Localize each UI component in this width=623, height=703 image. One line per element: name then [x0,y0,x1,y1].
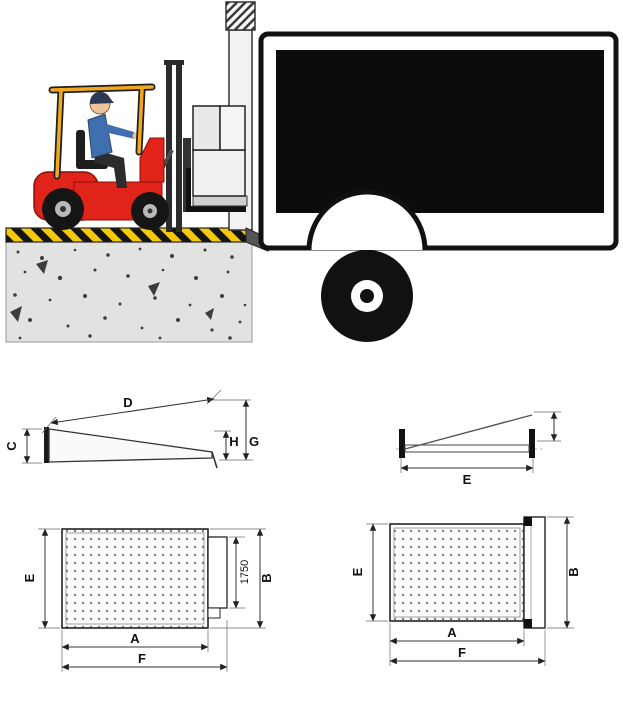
dimension-e-plan-left: E [22,528,60,629]
plan-view-right-diagram: E B A F [350,516,581,666]
dimension-e-plan-right: E [350,523,388,622]
dim-label-b-plan-left: B [259,573,274,582]
dim-label-1750: 1750 [239,560,251,584]
fork [186,206,246,212]
loading-scene [5,1,619,343]
dimension-c: C [4,428,42,464]
dimension-g: G [209,399,259,461]
truck [258,31,619,342]
dim-label-f-plan-left: F [138,651,146,666]
concrete-speckles [10,247,247,340]
cargo-boxes [192,105,248,207]
side-flat-diagram: E [396,411,561,487]
overhead-guard [48,83,156,180]
driver-arm [103,123,135,139]
forklift-front-wheel [131,192,169,230]
truck-wheel-arch [306,189,428,251]
dimension-h: H [214,430,239,461]
dimension-1750: 1750 [229,536,251,609]
hinge-strip [523,516,546,629]
dim-label-a-plan-left: A [130,631,140,646]
plan-view-left-diagram: E 1750 B A F [22,528,274,672]
dimension-b-plan-right: B [547,516,581,629]
dim-label-f-plan-right: F [458,645,466,660]
dim-label-h: H [229,434,238,449]
loading-dock [5,227,253,343]
truck-wheel [321,250,413,342]
dimension-b-plan-left: B [210,528,274,629]
hazard-stripe [5,227,253,243]
ramp-flat-view [396,414,542,458]
lead-lip [207,536,228,609]
dimension-e-side: E [400,458,534,487]
side-profile-diagram: D C H G [4,389,259,469]
pallet [192,195,248,207]
dim-label-c: C [4,441,19,451]
driver-leg [94,150,127,188]
dimension-f-plan-right: F [389,630,546,666]
platform-plan-right [389,516,546,629]
forklift-driver [87,91,144,188]
driver-cap [90,91,114,104]
dimension-d: D [41,389,222,434]
forklift [33,60,248,232]
hatched-support [225,1,256,31]
ramp-side-view [44,427,218,469]
forklift-rear-wheel [42,188,84,230]
dimension-f-plan-left: F [61,620,228,672]
dimension-a-plan-left: A [61,630,209,652]
dim-label-e-side: E [463,472,472,487]
concrete-block [5,241,253,343]
dim-label-e-plan-right: E [350,567,365,576]
dim-label-e-plan-left: E [22,573,37,582]
dim-label-b-plan-right: B [566,567,581,576]
driver-torso [87,113,113,159]
dim-label-d: D [123,395,132,410]
truck-cargo-interior [276,50,604,213]
platform-plan-left [61,528,228,629]
dim-label-a-plan-right: A [447,625,457,640]
dim-label-g: G [249,434,259,449]
dimension-a-plan-right: A [389,623,525,646]
dimension-tip-height [534,411,561,442]
